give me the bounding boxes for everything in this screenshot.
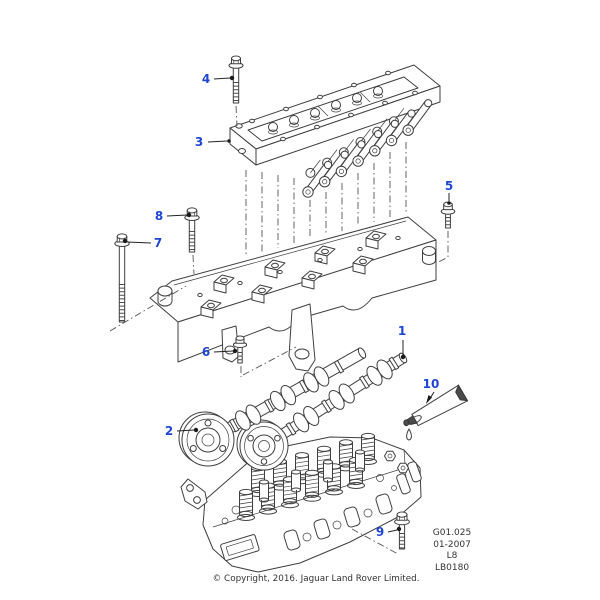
- callout-3: 3: [194, 135, 204, 149]
- callout-8: 8: [154, 209, 164, 223]
- bolt-item-9: [351, 511, 410, 555]
- camshaft-item-2: [178, 347, 367, 467]
- callout-leaders: [122, 75, 451, 533]
- bolt-item-8: [184, 207, 200, 275]
- copyright-notice: © Copyright, 2016. Jaguar Land Rover Lim…: [212, 574, 420, 584]
- figure-info: G01.025 01-2007 L8 LB0180: [433, 528, 471, 574]
- bolt-item-7: [109, 233, 187, 332]
- cylinder-head: [180, 432, 422, 573]
- callout-10: 10: [422, 377, 440, 391]
- callout-6: 6: [201, 345, 211, 359]
- bolt-item-5: [436, 201, 456, 264]
- sealant-tube-item-10: [403, 384, 469, 441]
- camshaft-item-1: [236, 352, 408, 471]
- figure-drawing: LB0180: [434, 562, 470, 573]
- callout-4: 4: [201, 72, 211, 86]
- callout-9: 9: [375, 525, 385, 539]
- bolt-item-4: [228, 55, 244, 127]
- bolt-item-6: [232, 335, 297, 377]
- callout-2: 2: [164, 424, 174, 438]
- figure-number: G01.025: [432, 527, 472, 538]
- rocker-carrier: [229, 64, 441, 198]
- cam-cover-housing: [149, 216, 437, 372]
- callout-1: 1: [397, 324, 407, 338]
- callout-7: 7: [153, 236, 163, 250]
- alignment-lines: [245, 142, 407, 257]
- figure-date: 01-2007: [433, 539, 471, 550]
- figure-code: L8: [446, 551, 458, 561]
- callout-5: 5: [444, 179, 454, 193]
